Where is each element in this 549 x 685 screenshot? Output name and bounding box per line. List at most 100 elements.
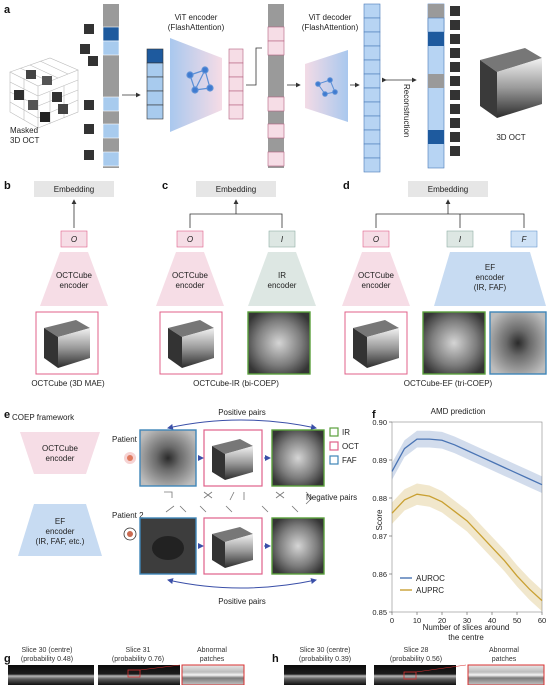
encoder-d-1: OCTCube	[358, 271, 395, 280]
legend-label-auroc: AUROC	[416, 574, 445, 583]
ir-encoder-c	[248, 252, 316, 306]
ef-d-1: EF	[485, 263, 495, 272]
panel-letter-g: g	[4, 653, 11, 665]
x-tick-label-1: 10	[413, 616, 421, 625]
positive-top-label: Positive pairs	[218, 408, 266, 417]
panel-letter-c: c	[162, 180, 168, 192]
legend-faf-swatch	[329, 455, 339, 465]
y-tick-label-2: 0.87	[372, 532, 387, 541]
x-tick-label-2: 20	[438, 616, 446, 625]
token-i-c	[268, 230, 296, 248]
output-patch-cubes	[450, 6, 460, 156]
network-icon	[186, 66, 214, 94]
h-slice-b-2: (probability 0.56)	[390, 656, 442, 663]
token-o-d	[362, 230, 390, 248]
x-tick-label-3: 30	[463, 616, 471, 625]
patient2-label: Patient 2	[112, 511, 144, 520]
positive-arc-bottom	[167, 578, 317, 589]
octcube-encoder-d	[342, 252, 410, 306]
merge-lines-c	[189, 213, 283, 228]
g-highlight-box	[127, 669, 141, 678]
legend-label-auprc: AUPRC	[416, 586, 444, 595]
y-tick-label-4: 0.89	[372, 456, 387, 465]
legend-ir-swatch	[329, 427, 339, 437]
patient2-ir	[271, 517, 325, 575]
positive-arc-top	[167, 419, 317, 430]
series-band-auroc	[392, 430, 542, 494]
ef-encoder-e	[18, 504, 102, 556]
panel-letter-d: d	[343, 180, 350, 192]
masked-label-2: 3D OCT	[10, 136, 39, 145]
decoder-output-column	[363, 3, 381, 173]
y-tick-label-0: 0.85	[372, 608, 387, 617]
octcube-e-2: encoder	[46, 454, 75, 463]
target-token-column	[427, 3, 445, 169]
oct-cube-c	[168, 320, 214, 368]
masked-oct-cube	[9, 57, 79, 129]
g-abnormal-1: Abnormal	[197, 647, 227, 654]
encoder-c-1: OCTCube	[172, 271, 209, 280]
coep-title: COEP framework	[12, 413, 75, 422]
x-tick-label-0: 0	[390, 616, 394, 625]
arrow-to-decoder-tokens	[246, 47, 262, 86]
h-bscan-a	[284, 665, 366, 685]
embedding-box-d	[408, 181, 488, 197]
g-bscan-b	[98, 665, 180, 685]
encoder-title-2: (FlashAttention)	[168, 23, 225, 32]
ef-encoder-d	[434, 252, 546, 306]
patient1-ir	[271, 429, 325, 487]
panel-letter-e: e	[4, 409, 10, 421]
h-slice-a-1: Slice 30 (centre)	[300, 647, 351, 654]
panel-letter-h: h	[272, 653, 279, 665]
octcube-e-1: OCTCube	[42, 444, 79, 453]
encoder-c-2: encoder	[176, 281, 205, 290]
token-f-d-label: F	[522, 235, 528, 244]
ef-e-1: EF	[55, 517, 65, 526]
masked-token-column	[102, 4, 120, 168]
encoder-b-1: OCTCube	[56, 271, 93, 280]
embedding-label-c: Embedding	[216, 185, 256, 194]
token-o-c	[176, 230, 204, 248]
encoder-title-1: ViT encoder	[175, 13, 218, 22]
g-zoom-line	[139, 664, 181, 671]
negative-label: Negative pairs	[306, 493, 357, 502]
caption-b: OCTCube (3D MAE)	[31, 379, 105, 388]
ir-encoder-c-2: encoder	[268, 281, 297, 290]
ef-e-3: (IR, FAF, etc.)	[36, 537, 85, 546]
y-tick-label-5: 0.90	[372, 418, 387, 427]
encoder-d-2: encoder	[362, 281, 391, 290]
g-slice-b-2: (probability 0.76)	[112, 656, 164, 663]
g-slice-a-2: (probability 0.48)	[21, 656, 73, 663]
h-bscan-b	[374, 665, 456, 685]
x-tick-label-5: 50	[513, 616, 521, 625]
masked-label-1: Masked	[10, 126, 38, 135]
ef-d-3: (IR, FAF)	[474, 283, 507, 292]
patient2-eye-icon	[123, 527, 137, 541]
h-zoom-line	[415, 664, 467, 673]
patient1-eye-icon	[124, 452, 136, 464]
ir-encoder-c-1: IR	[278, 271, 286, 280]
decoder-token-column	[267, 4, 285, 168]
patient2-faf-lesion	[152, 536, 184, 560]
legend-oct-label: OCT	[342, 442, 359, 451]
legend-oct-swatch	[329, 441, 339, 451]
chart-xlabel-1: Number of slices around	[423, 623, 510, 632]
token-i-d-label: I	[459, 235, 462, 244]
token-o-c-label: O	[187, 235, 193, 244]
vit-encoder-block	[170, 38, 222, 132]
panel-letter-b: b	[4, 180, 11, 192]
embedding-label-d: Embedding	[428, 185, 468, 194]
legend-ir-label: IR	[342, 428, 350, 437]
patient1-label: Patient 1	[112, 435, 144, 444]
x-tick-label-4: 40	[488, 616, 496, 625]
embedding-box-b	[34, 181, 114, 197]
faf-image-d	[489, 311, 547, 375]
patient1-faf	[139, 429, 197, 487]
merge-lines-d	[375, 213, 525, 228]
reconstruction-label: Reconstruction	[402, 84, 411, 137]
output-oct-cube	[480, 48, 542, 118]
token-f-d	[510, 230, 538, 248]
input-patch-cubes	[80, 24, 98, 160]
series-band-auprc	[392, 483, 542, 612]
